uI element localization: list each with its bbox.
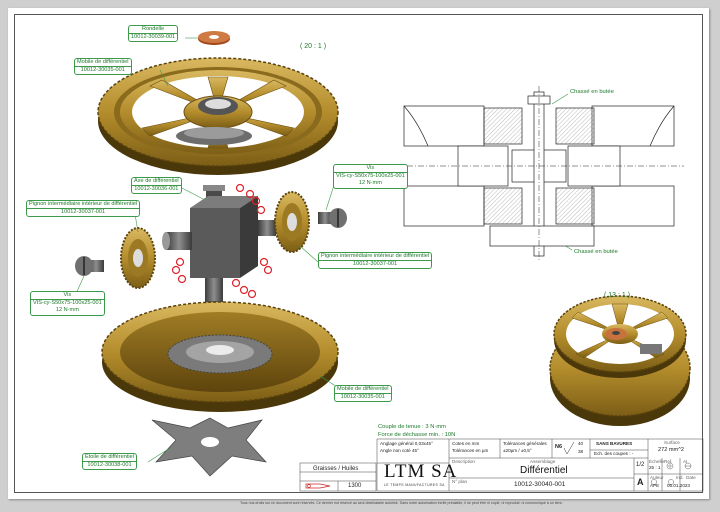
sheet-format: A xyxy=(637,477,644,487)
detail-scale-label: ( 13 : 1 ) xyxy=(604,292,631,299)
callout-star-wheel: Etoile de différentiel 10012-30038-001 xyxy=(82,453,138,471)
differential-axle xyxy=(162,185,276,307)
main-scale-label: ( 20 : 1 ) xyxy=(300,43,327,50)
company-logo: LTM SA xyxy=(384,461,458,482)
section-view xyxy=(396,86,684,262)
copyright-footer: Tous nos droits sur ce document sont rés… xyxy=(240,501,563,505)
company-subtitle: LE TEMPS MANUFACTURES SA xyxy=(384,483,445,487)
ind-label: Ind. xyxy=(676,475,684,480)
callout-screw-left: Vis VIS-cy-S50x75-100x25-001 12 N·mm xyxy=(30,291,105,316)
callout-wheel-bottom: Mobile de différentiel 10012-30035-001 xyxy=(334,385,392,403)
screw-left xyxy=(75,256,104,276)
date-value: 05.01.2023 xyxy=(667,483,690,488)
plan-number: 10012-30040-001 xyxy=(514,481,566,488)
projection-symbol xyxy=(651,462,692,485)
surface-label: Surface xyxy=(664,440,680,445)
scale-label: Echelle xyxy=(649,459,665,464)
roughness-grade: N6 xyxy=(555,444,563,450)
roughness-value-2: 38 xyxy=(578,449,584,454)
note-holding-torque: Couple de tenue : 3 N·mm xyxy=(378,424,446,430)
detail-assembly-view xyxy=(549,295,691,426)
callout-screw-right: Vis VIS-cy-S50x75-100x25-001 12 N·mm xyxy=(333,164,408,189)
description-label: Description xyxy=(452,459,475,464)
callout-pinion-left: Pignon intermédiaire intérieur de différ… xyxy=(26,200,141,218)
surface-value: 272 mm^2 xyxy=(658,447,684,453)
callout-pinion-right: Pignon intermédiaire intérieur de différ… xyxy=(318,252,433,270)
callout-chasse-top: Chassé en butée xyxy=(570,89,614,95)
plan-number-label: N° plan xyxy=(452,479,468,484)
star-wheel xyxy=(151,417,267,477)
lubrication-symbol xyxy=(305,483,331,489)
callout-washer: Rondelle 10012-30039-001 xyxy=(128,25,179,43)
tolerance-units: Tolérances en µm xyxy=(452,448,489,453)
date-label: Date xyxy=(686,475,696,480)
units-mm: Cotes en mm xyxy=(452,441,480,446)
callout-wheel-top: Mobile de différentiel 10012-30035-001 xyxy=(74,58,132,76)
assembly-marks xyxy=(171,183,273,299)
screw-right xyxy=(318,208,347,228)
angle-non-cote: Angle non coté 45° xyxy=(380,448,419,453)
washer-part xyxy=(198,31,230,45)
scale-value: 25 : 1 xyxy=(649,465,661,470)
author-label: Auteur xyxy=(650,475,664,480)
deburr-note: SANS BAVURES xyxy=(596,441,633,446)
differential-wheel-bottom xyxy=(101,301,339,412)
roughness-value-1: 40 xyxy=(578,441,584,446)
differential-wheel-top xyxy=(97,57,339,175)
section-scale: Ech. des coupes : - xyxy=(594,451,634,456)
drawing-title: Différentiel xyxy=(520,465,568,476)
lubrication-code: 1300 xyxy=(348,483,362,489)
bevel-pinion-right xyxy=(274,191,310,253)
page-indicator: 1/2 xyxy=(636,462,645,468)
note-push-force: Force de déchasse min. : 10N xyxy=(378,432,456,438)
author-initials: APE xyxy=(650,483,660,488)
lubrication-title: Graisses / Huiles xyxy=(313,466,359,472)
callout-chasse-bottom: Chassé en butée xyxy=(574,249,618,255)
tolerance-general-value: ±20µm / ±0,5° xyxy=(503,448,532,453)
callout-axle: Axe de différentiel 10012-30036-001 xyxy=(131,177,182,195)
ai-label: AI xyxy=(683,459,688,464)
ref-label: Ref. xyxy=(664,459,673,464)
roughness-symbol xyxy=(563,441,575,455)
angle-general: Anglage général 0,03x45° xyxy=(380,441,433,446)
bevel-pinion-left xyxy=(120,227,156,289)
tolerance-general-label: Tolérances générales xyxy=(503,441,547,446)
title-block-grid xyxy=(299,438,704,492)
assembly-label: Assemblage xyxy=(530,459,556,464)
